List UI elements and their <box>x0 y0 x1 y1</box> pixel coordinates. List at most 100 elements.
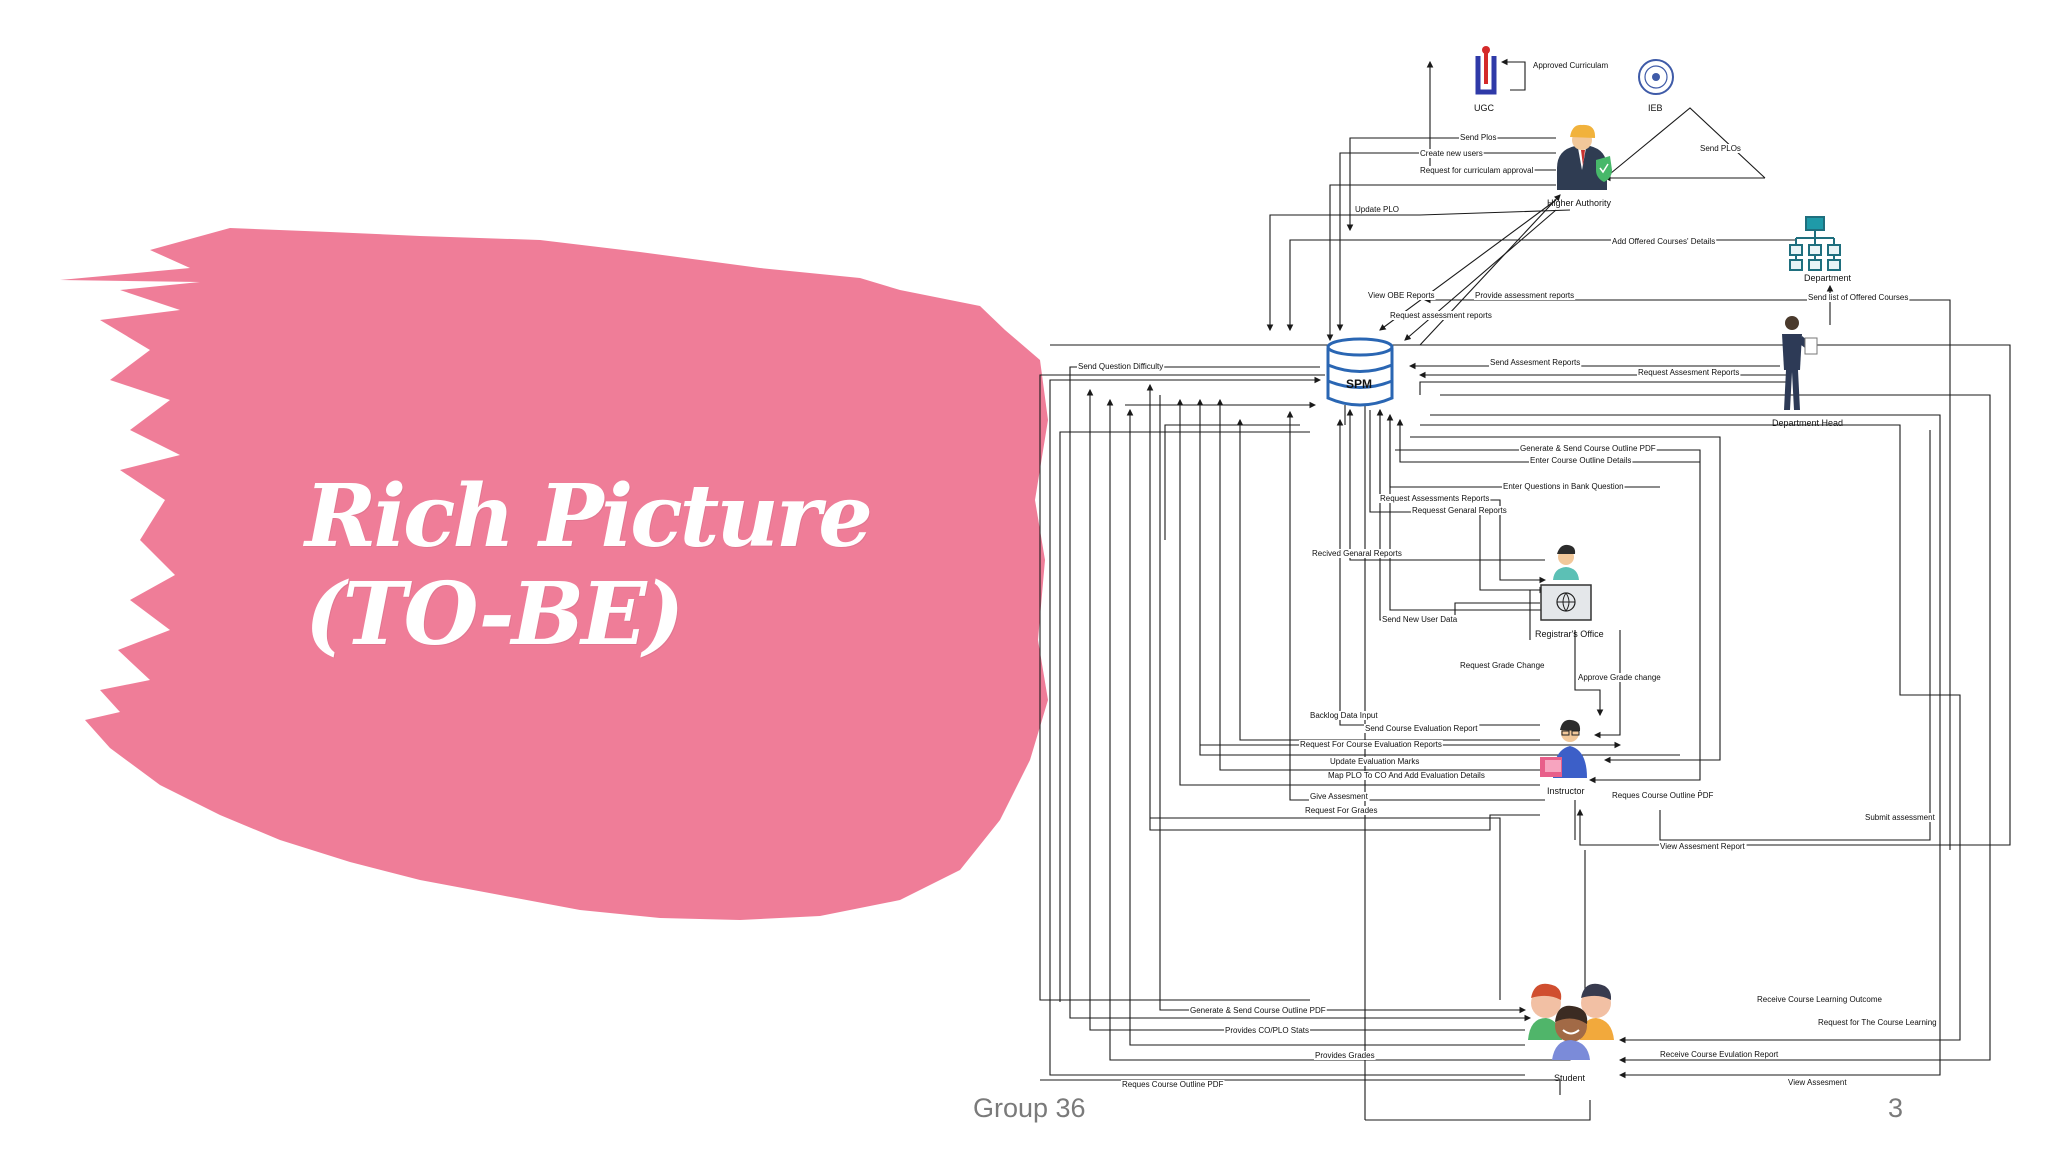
label-backdrop <box>1807 293 1910 302</box>
label-request-assessment-reports-ha: Request assessment reports <box>1390 311 1492 320</box>
label-request-grade-change: Request Grade Change <box>1460 661 1545 670</box>
label-approved-curriculum: Approved Curriculam <box>1533 61 1608 70</box>
ugc-logo-icon <box>1472 46 1498 96</box>
label-student-generate-send-outline: Generate & Send Course Outline PDF <box>1190 1006 1326 1015</box>
label-backdrop <box>1389 311 1493 320</box>
department-head-icon <box>1782 316 1818 410</box>
label-backdrop <box>1864 813 1937 822</box>
label-create-new-users: Create new users <box>1420 149 1483 158</box>
label-backdrop <box>1309 711 1380 720</box>
label-submit-assessment: Submit assessment <box>1865 813 1936 822</box>
label-backdrop <box>1699 144 1742 153</box>
higher-authority-icon <box>1557 124 1612 190</box>
label-backdrop <box>1354 205 1401 214</box>
label-backdrop <box>1659 842 1747 851</box>
ugc-label: UGC <box>1474 103 1495 113</box>
label-backdrop <box>1519 444 1657 453</box>
label-backdrop <box>1756 995 1884 1004</box>
label-approve-grade-change: Approve Grade change <box>1578 673 1661 682</box>
label-add-offered-courses: Add Offered Courses' Details <box>1612 237 1715 246</box>
department-hierarchy-icon <box>1789 216 1841 271</box>
spm-database-icon <box>1326 337 1394 407</box>
title-line-1: Rich Picture <box>305 466 873 567</box>
label-backdrop <box>1329 757 1421 766</box>
label-backdrop <box>1077 362 1165 371</box>
label-backdrop <box>1379 494 1491 503</box>
label-backdrop <box>1411 506 1508 515</box>
label-backdrop <box>1419 166 1535 175</box>
label-view-assessment-report: View Assesment Report <box>1660 842 1746 851</box>
label-send-plos: Send Plos <box>1460 133 1496 142</box>
label-request-general-reports: Requesst Genaral Reports <box>1412 506 1507 515</box>
label-backdrop <box>1327 771 1486 780</box>
label-backdrop <box>1489 358 1582 367</box>
department-label: Department <box>1804 273 1852 283</box>
label-backdrop <box>1304 806 1379 815</box>
label-view-assessment: View Assesment <box>1788 1078 1847 1087</box>
label-request-for-grades: Request For Grades <box>1305 806 1377 815</box>
label-request-course-learning: Request for The Course Learning <box>1818 1018 1937 1027</box>
label-provide-assessment-reports: Provide assessment reports <box>1475 291 1574 300</box>
label-send-new-user-data: Send New User Data <box>1382 615 1458 624</box>
label-backdrop <box>1364 724 1480 733</box>
label-request-course-outline-pdf-student: Reques Course Outline PDF <box>1122 1080 1223 1089</box>
ieb-label: IEB <box>1648 103 1663 113</box>
label-receive-course-evaluation-report: Receive Course Evulation Report <box>1660 1050 1779 1059</box>
label-enter-questions-bank: Enter Questions in Bank Question <box>1503 482 1624 491</box>
label-backdrop <box>1309 792 1370 801</box>
label-send-list-offered-courses: Send list of Offered Courses <box>1808 293 1908 302</box>
label-view-obe-reports: View OBE Reports <box>1368 291 1435 300</box>
label-backdrop <box>1787 1078 1849 1087</box>
ieb-seal-icon <box>1638 59 1674 95</box>
label-backdrop <box>1502 482 1625 491</box>
footer-page-number: 3 <box>1888 1093 1904 1123</box>
label-request-course-outline-pdf-instr: Reques Course Outline PDF <box>1612 791 1713 800</box>
label-backdrop <box>1577 673 1663 682</box>
label-backdrop <box>1532 61 1610 70</box>
label-backdrop <box>1459 661 1547 670</box>
label-backlog-data-input: Backlog Data Input <box>1310 711 1378 720</box>
label-backdrop <box>1224 1026 1311 1035</box>
label-update-evaluation-marks: Update Evaluation Marks <box>1330 757 1419 766</box>
label-backdrop <box>1817 1018 1938 1027</box>
label-receive-course-learning-outcome: Receive Course Learning Outcome <box>1757 995 1883 1004</box>
spm-label: SPM <box>1346 377 1372 391</box>
flow-labels: Approved Curriculam Send Plos Create new… <box>1077 61 1938 1089</box>
label-send-question-difficulty: Send Question Difficulty <box>1078 362 1163 371</box>
label-backdrop <box>1419 149 1484 158</box>
department-head-label: Department Head <box>1772 418 1843 428</box>
higher-authority-label: Higher Authority <box>1547 198 1612 208</box>
label-map-plo-to-co: Map PLO To CO And Add Evaluation Details <box>1328 771 1485 780</box>
label-send-course-evaluation-report: Send Course Evaluation Report <box>1365 724 1478 733</box>
label-backdrop <box>1189 1006 1327 1015</box>
label-provides-grades: Provides Grades <box>1315 1051 1375 1060</box>
label-enter-course-outline: Enter Course Outline Details <box>1530 456 1631 465</box>
label-backdrop <box>1381 615 1459 624</box>
label-send-assessment-reports: Send Assesment Reports <box>1490 358 1580 367</box>
label-received-general-reports: Recived Genaral Reports <box>1312 549 1402 558</box>
label-backdrop <box>1529 456 1633 465</box>
label-backdrop <box>1314 1051 1376 1060</box>
footer-group-name: Group 36 <box>973 1093 1086 1123</box>
registrar-label: Registrar's Office <box>1535 629 1604 639</box>
connector-lines <box>1039 58 2011 1121</box>
label-generate-send-outline-pdf: Generate & Send Course Outline PDF <box>1520 444 1656 453</box>
label-backdrop <box>1299 740 1443 749</box>
label-backdrop <box>1659 1050 1781 1059</box>
label-ieb-send-plos: Send PLOs <box>1700 144 1741 153</box>
label-request-curriculum-approval: Request for curriculam approval <box>1420 166 1534 175</box>
student-label: Student <box>1554 1073 1586 1083</box>
label-backdrop <box>1367 291 1436 300</box>
label-backdrop <box>1637 368 1741 377</box>
label-backdrop <box>1474 291 1576 300</box>
student-group-icon <box>1528 983 1614 1060</box>
label-backdrop <box>1311 549 1403 558</box>
label-backdrop <box>1459 133 1498 142</box>
label-update-plo: Update PLO <box>1355 205 1399 214</box>
label-provides-co-plo-stats: Provides CO/PLO Stats <box>1225 1026 1309 1035</box>
label-backdrop <box>1611 237 1717 246</box>
label-backdrop <box>1121 1080 1225 1089</box>
